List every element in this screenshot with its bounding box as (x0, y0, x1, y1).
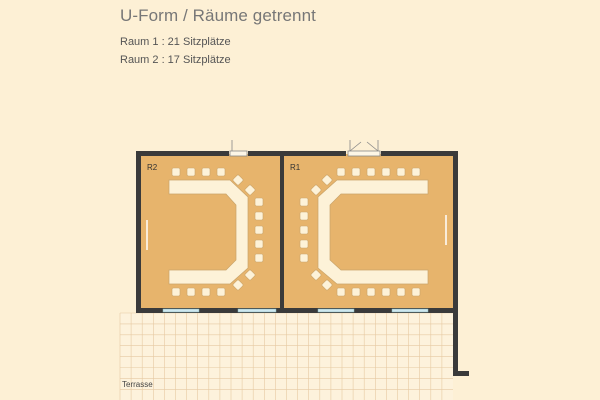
chair (381, 167, 391, 177)
chair (310, 184, 322, 196)
chair (244, 184, 256, 196)
furniture (168, 167, 429, 297)
chair (299, 239, 309, 249)
doors (229, 140, 381, 157)
room-1-capacity: Raum 1 : 21 Sitzplätze (120, 36, 231, 48)
chair (321, 174, 333, 186)
chair (411, 287, 421, 297)
walls (136, 151, 469, 376)
chair (396, 167, 406, 177)
door-r2 (229, 150, 248, 157)
chair (254, 211, 264, 221)
chair (254, 225, 264, 235)
chair (351, 167, 361, 177)
room-r1-floor (283, 154, 454, 309)
chair (254, 253, 264, 263)
chair (336, 287, 346, 297)
page-title: U-Form / Räume getrennt (120, 6, 316, 25)
chair (321, 279, 333, 291)
chair (336, 167, 346, 177)
chair (254, 197, 264, 207)
chair (201, 167, 211, 177)
table-r2 (168, 179, 249, 285)
chair (366, 287, 376, 297)
windows (162, 308, 429, 313)
room-label-r1: R1 (290, 163, 301, 172)
chair (171, 287, 181, 297)
chair (299, 211, 309, 221)
room-2-capacity: Raum 2 : 17 Sitzplätze (120, 54, 231, 66)
chair (201, 287, 211, 297)
chair (310, 269, 322, 281)
chair (411, 167, 421, 177)
chair (381, 287, 391, 297)
chair (299, 197, 309, 207)
terrace (119, 312, 453, 400)
door-r1 (347, 150, 381, 157)
chair (366, 167, 376, 177)
chair (351, 287, 361, 297)
side-markers (146, 215, 447, 250)
chair (396, 287, 406, 297)
table-r1 (317, 179, 429, 285)
terrace-label: Terrasse (122, 380, 153, 389)
chair (244, 269, 256, 281)
chair (216, 287, 226, 297)
chair (171, 167, 181, 177)
chair (232, 174, 244, 186)
chair (299, 225, 309, 235)
chair (186, 287, 196, 297)
room-label-r2: R2 (147, 163, 158, 172)
chair (299, 253, 309, 263)
chair (186, 167, 196, 177)
chair (216, 167, 226, 177)
chair (254, 239, 264, 249)
chair (232, 279, 244, 291)
